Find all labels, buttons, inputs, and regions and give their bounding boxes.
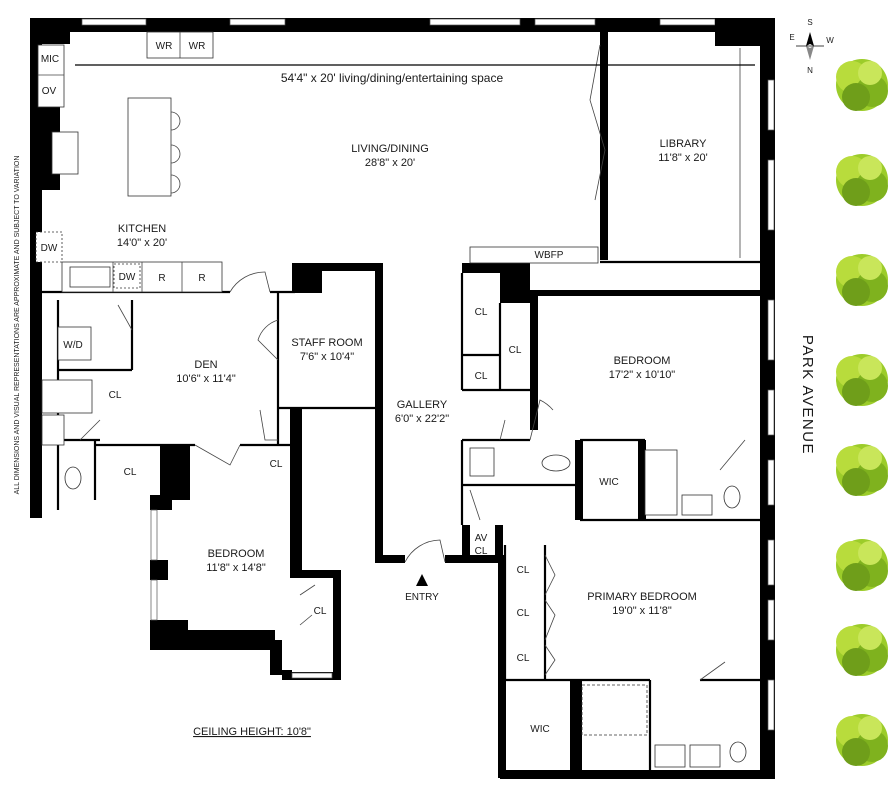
bedroom-west-dim: 11'8" x 14'8" (206, 562, 266, 574)
tree-foliage (858, 156, 882, 180)
banner-label: 54'4" x 20' living/dining/entertaining s… (281, 71, 504, 85)
park-trees (836, 59, 888, 766)
compass-north: N (807, 66, 813, 75)
closet-label: CL (475, 307, 488, 318)
tree-foliage (858, 716, 882, 740)
washer-dryer-label: W/D (63, 340, 82, 351)
closet-label: CL (475, 371, 488, 382)
closet-label: CL (517, 608, 530, 619)
tree-foliage (842, 648, 870, 676)
refrigerator-label: R (198, 273, 205, 284)
entry-marker: ENTRY (405, 574, 439, 603)
tree-foliage (842, 378, 870, 406)
staff-dim: 7'6" x 10'4" (300, 351, 354, 363)
staff-name: STAFF ROOM (291, 337, 362, 349)
bedroom-east-name: BEDROOM (614, 355, 671, 367)
interior-walls (40, 30, 760, 775)
tree-foliage (842, 278, 870, 306)
closet-label: CL (475, 546, 488, 557)
wine-fridge-label: WR (156, 41, 173, 52)
tree-foliage (842, 83, 870, 111)
closet-label: CL (124, 467, 137, 478)
closet-label: CL (517, 653, 530, 664)
fireplace-label: WBFP (535, 250, 564, 261)
tree-foliage (858, 446, 882, 470)
dishwasher-label: DW (41, 243, 58, 254)
tree-foliage (858, 626, 882, 650)
closet-label: CL (314, 606, 327, 617)
room-labels: 54'4" x 20' living/dining/entertaining s… (117, 71, 708, 617)
walk-in-closet-label: WIC (599, 477, 618, 488)
walk-in-closet-label: WIC (530, 724, 549, 735)
closet-label: CL (270, 459, 283, 470)
oven-label: OV (42, 86, 57, 97)
refrigerator-label: R (158, 273, 165, 284)
wine-fridge-label: WR (189, 41, 206, 52)
compass-west: W (826, 36, 834, 45)
compass-south: S (807, 18, 812, 27)
av-closet-label: AV (475, 533, 488, 544)
tree-foliage (842, 468, 870, 496)
tree-foliage (858, 256, 882, 280)
tree-foliage (858, 356, 882, 380)
kitchen-dim: 14'0" x 20' (117, 237, 167, 249)
gallery-name: GALLERY (397, 399, 448, 411)
disclaimer-text: ALL DIMENSIONS AND VISUAL REPRESENTATION… (14, 156, 21, 495)
tree-foliage (858, 61, 882, 85)
closet-label: CL (509, 345, 522, 356)
compass-icon: S E W N (789, 18, 834, 75)
fixtures (35, 31, 755, 768)
gallery-dim: 6'0" x 22'2" (395, 413, 449, 425)
compass-east: E (789, 33, 794, 42)
closet-label: CL (517, 565, 530, 576)
living-name: LIVING/DINING (351, 143, 429, 155)
den-dim: 10'6" x 11'4" (176, 373, 236, 385)
tree-foliage (858, 541, 882, 565)
entry-label: ENTRY (405, 592, 439, 603)
living-dim: 28'8" x 20' (365, 157, 415, 169)
library-dim: 11'8" x 20' (658, 152, 708, 164)
primary-bedroom-dim: 19'0" x 11'8" (612, 605, 672, 617)
dishwasher-label: DW (119, 272, 136, 283)
den-name: DEN (194, 359, 217, 371)
entry-arrow-icon (416, 574, 428, 586)
tree-foliage (842, 738, 870, 766)
bedroom-west-name: BEDROOM (208, 548, 265, 560)
closet-label: CL (109, 390, 122, 401)
tree-foliage (842, 563, 870, 591)
doors (79, 44, 746, 681)
bedroom-east-dim: 17'2" x 10'10" (609, 369, 676, 381)
fixture-labels: MIC OV WR WR DW DW R R W/D CL CL CL CL C… (41, 41, 619, 735)
mic-label: MIC (41, 54, 59, 65)
street-label: PARK AVENUE (799, 335, 816, 455)
primary-bedroom-name: PRIMARY BEDROOM (587, 591, 697, 603)
ceiling-height-note: CEILING HEIGHT: 10'8" (193, 726, 311, 738)
library-name: LIBRARY (660, 138, 708, 150)
kitchen-name: KITCHEN (118, 223, 166, 235)
exterior-walls (30, 18, 775, 779)
tree-foliage (842, 178, 870, 206)
